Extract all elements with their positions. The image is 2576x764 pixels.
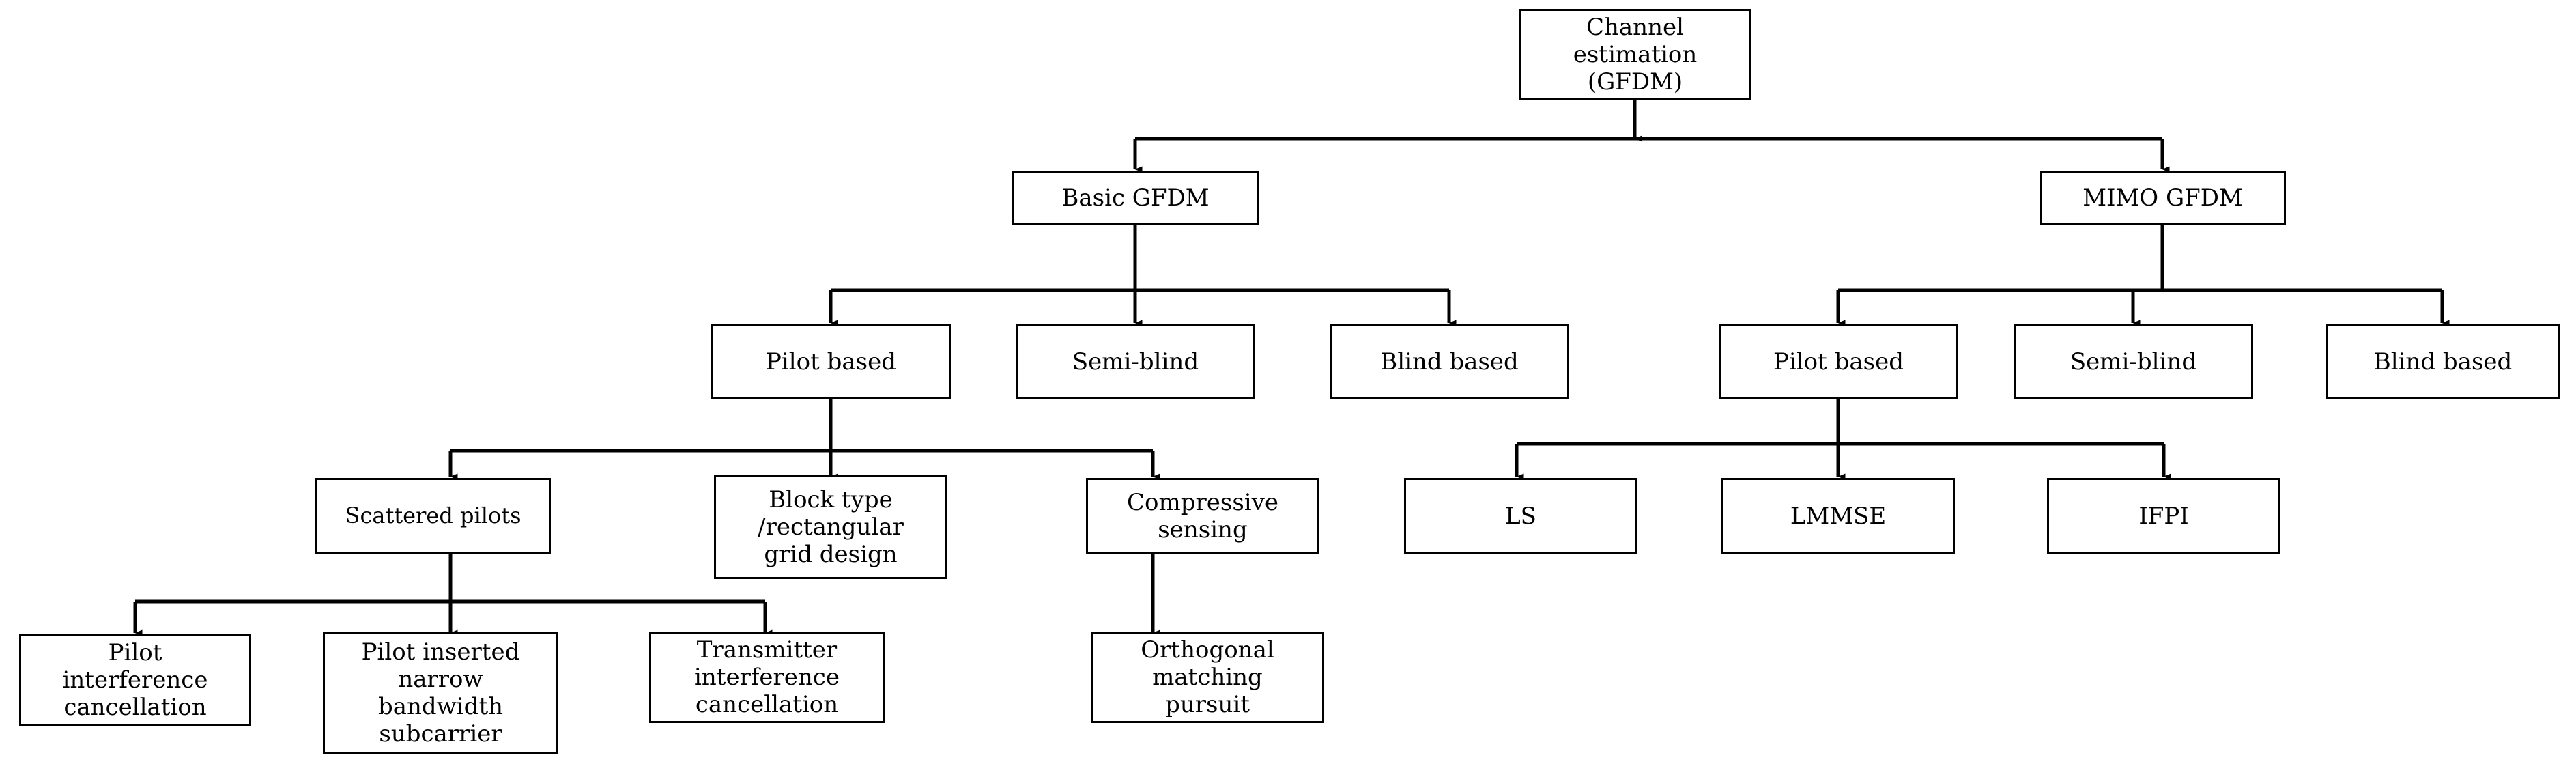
node-channel-estimation-gfdm[interactable]: Channel estimation (GFDM) xyxy=(1519,9,1751,100)
node-block-type-rectangular-grid-design[interactable]: Block type /rectangular grid design xyxy=(714,475,947,579)
node-basic-gfdm[interactable]: Basic GFDM xyxy=(1012,171,1259,225)
node-scattered-pilots[interactable]: Scattered pilots xyxy=(315,478,551,554)
node-mimo-semi-blind[interactable]: Semi-blind xyxy=(2014,324,2253,399)
node-transmitter-interference-cancellation[interactable]: Transmitter interference cancellation xyxy=(649,632,885,723)
node-compressive-sensing[interactable]: Compressive sensing xyxy=(1086,478,1319,554)
node-basic-semi-blind[interactable]: Semi-blind xyxy=(1016,324,1255,399)
node-basic-blind-based[interactable]: Blind based xyxy=(1330,324,1569,399)
node-ls[interactable]: LS xyxy=(1404,478,1637,554)
node-basic-pilot-based[interactable]: Pilot based xyxy=(711,324,951,399)
node-mimo-blind-based[interactable]: Blind based xyxy=(2326,324,2560,399)
node-mimo-gfdm[interactable]: MIMO GFDM xyxy=(2040,171,2286,225)
node-mimo-pilot-based[interactable]: Pilot based xyxy=(1719,324,1958,399)
node-ifpi[interactable]: IFPI xyxy=(2047,478,2280,554)
node-pilot-inserted-narrow-bandwidth-subcarrier[interactable]: Pilot inserted narrow bandwidth subcarri… xyxy=(323,632,558,754)
node-lmmse[interactable]: LMMSE xyxy=(1721,478,1955,554)
node-pilot-interference-cancellation[interactable]: Pilot interference cancellation xyxy=(19,634,251,726)
node-orthogonal-matching-pursuit[interactable]: Orthogonal matching pursuit xyxy=(1091,632,1324,723)
